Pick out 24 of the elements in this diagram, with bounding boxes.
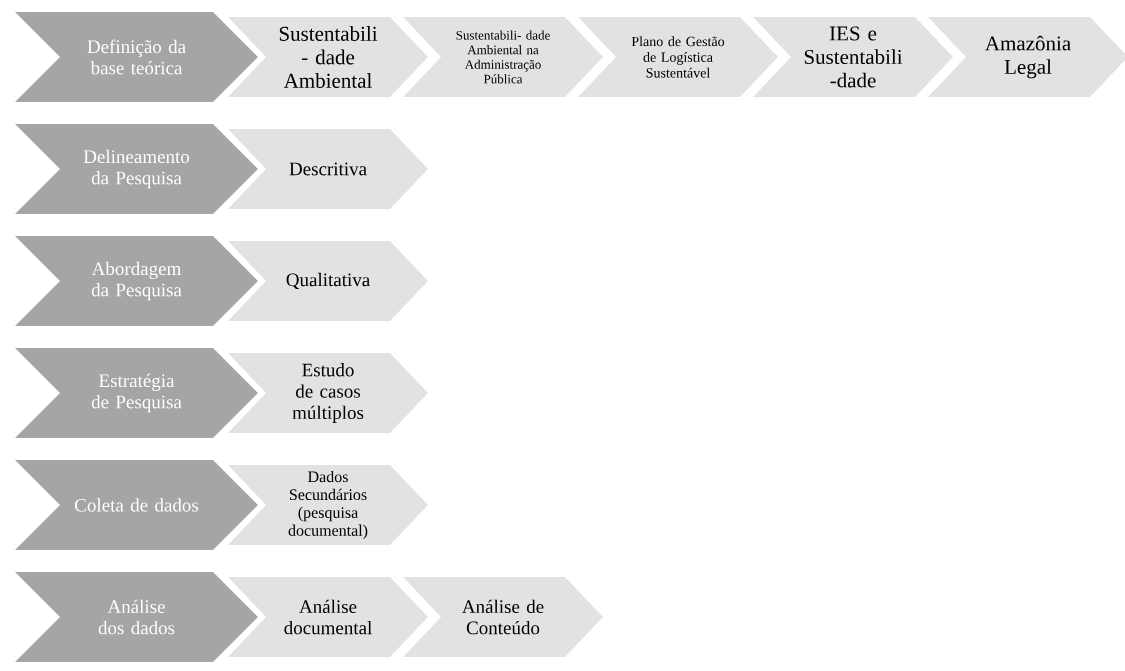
process-step: Estudo de casos múltiplos <box>228 353 428 433</box>
process-step: Definição da base teórica <box>15 12 258 102</box>
process-step: Sustentabili- dade Ambiental na Administração Pública <box>403 17 603 97</box>
process-step: Análise dos dados <box>15 572 258 662</box>
node-label: Sustentabili - dade Ambiental <box>279 26 378 88</box>
node-label: Plano de Gestão de Logística Sustentável <box>631 36 725 78</box>
process-step: Dados Secundários (pesquisa documental) <box>228 465 428 545</box>
node-label: Análise de Conteúdo <box>462 599 544 635</box>
process-step: Coleta de dados <box>15 460 258 550</box>
process-step: Delineamento da Pesquisa <box>15 124 258 214</box>
process-step: Sustentabili - dade Ambiental <box>228 17 428 97</box>
process-step: Análise documental <box>228 577 428 657</box>
process-step: Abordagem da Pesquisa <box>15 236 258 326</box>
process-step: Plano de Gestão de Logística Sustentável <box>578 17 778 97</box>
node-label: Análise documental <box>284 599 372 635</box>
process-step: Descritiva <box>228 129 428 209</box>
node-label: Sustentabili- dade Ambiental na Administração Pública <box>456 30 550 84</box>
process-step: Estratégia de Pesquisa <box>15 348 258 438</box>
process-step: Qualitativa <box>228 241 428 321</box>
node-label: IES e Sustentabili -dade <box>804 26 903 88</box>
node-label: Amazônia Legal <box>985 35 1071 79</box>
process-step: Amazônia Legal <box>928 17 1125 97</box>
process-step: IES e Sustentabili -dade <box>753 17 953 97</box>
process-step: Análise de Conteúdo <box>403 577 603 657</box>
